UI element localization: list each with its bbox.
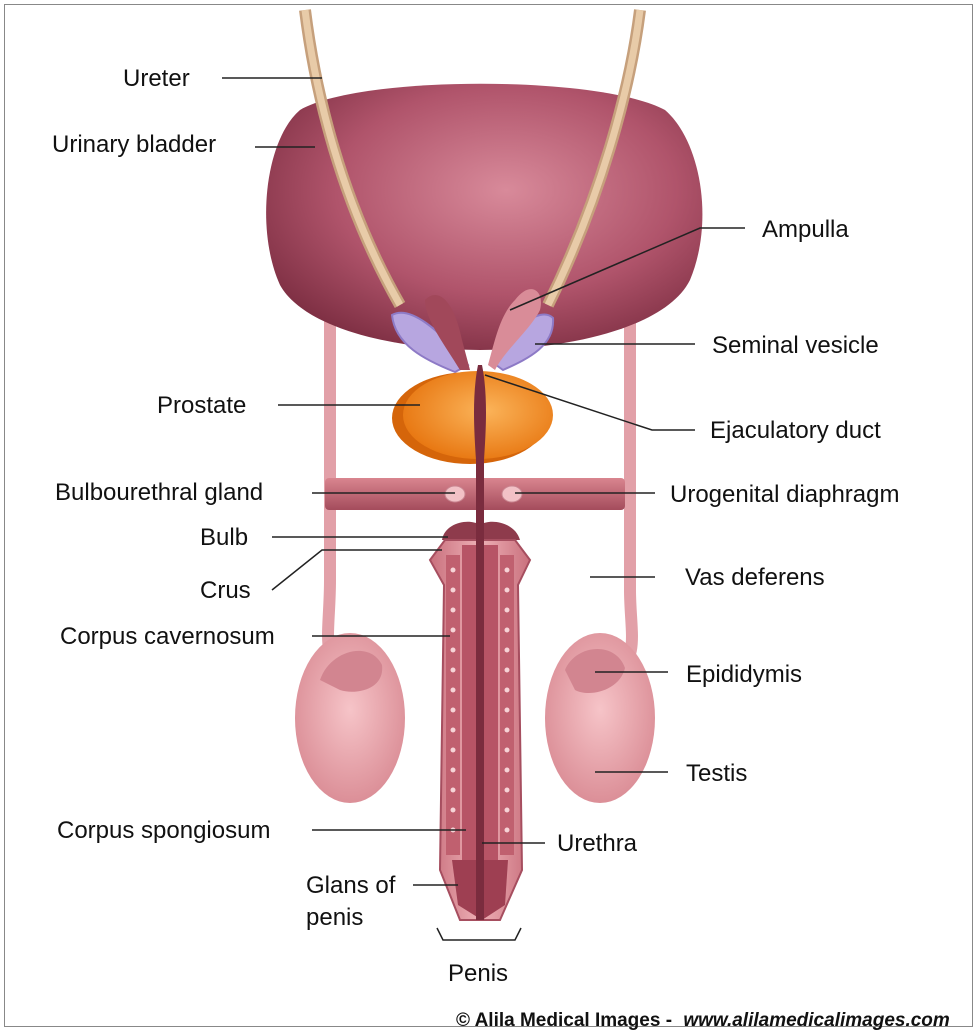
- testis-left: [295, 633, 405, 803]
- label-ampulla: Ampulla: [762, 216, 849, 243]
- label-glans-line2: penis: [306, 904, 363, 931]
- bulbourethral-gland-left: [445, 486, 465, 502]
- label-glans-line1: Glans of: [306, 872, 396, 899]
- label-urogenital-diaphragm: Urogenital diaphragm: [670, 481, 899, 508]
- label-bulbourethral-gland: Bulbourethral gland: [55, 479, 263, 506]
- urogenital-diaphragm: [325, 478, 625, 510]
- label-prostate: Prostate: [157, 392, 246, 419]
- label-epididymis: Epididymis: [686, 661, 802, 688]
- credit-line: © Alila Medical Images - www.alilamedica…: [456, 1010, 950, 1031]
- label-corpus-cavernosum: Corpus cavernosum: [60, 623, 275, 650]
- label-urethra: Urethra: [557, 830, 638, 857]
- testis-right: [545, 633, 655, 803]
- label-crus: Crus: [200, 577, 251, 604]
- label-vas-deferens: Vas deferens: [685, 564, 825, 591]
- label-ejaculatory-duct: Ejaculatory duct: [710, 417, 881, 444]
- label-bulb: Bulb: [200, 524, 248, 551]
- label-penis: Penis: [448, 960, 508, 987]
- label-seminal-vesicle: Seminal vesicle: [712, 332, 879, 359]
- credit-url: www.alilamedicalimages.com: [683, 1010, 950, 1031]
- label-ureter: Ureter: [123, 65, 190, 92]
- label-testis: Testis: [686, 760, 747, 787]
- label-urinary-bladder: Urinary bladder: [52, 131, 216, 158]
- credit-owner: © Alila Medical Images -: [456, 1010, 672, 1031]
- label-corpus-spongiosum: Corpus spongiosum: [57, 817, 270, 844]
- bulbourethral-gland-right: [502, 486, 522, 502]
